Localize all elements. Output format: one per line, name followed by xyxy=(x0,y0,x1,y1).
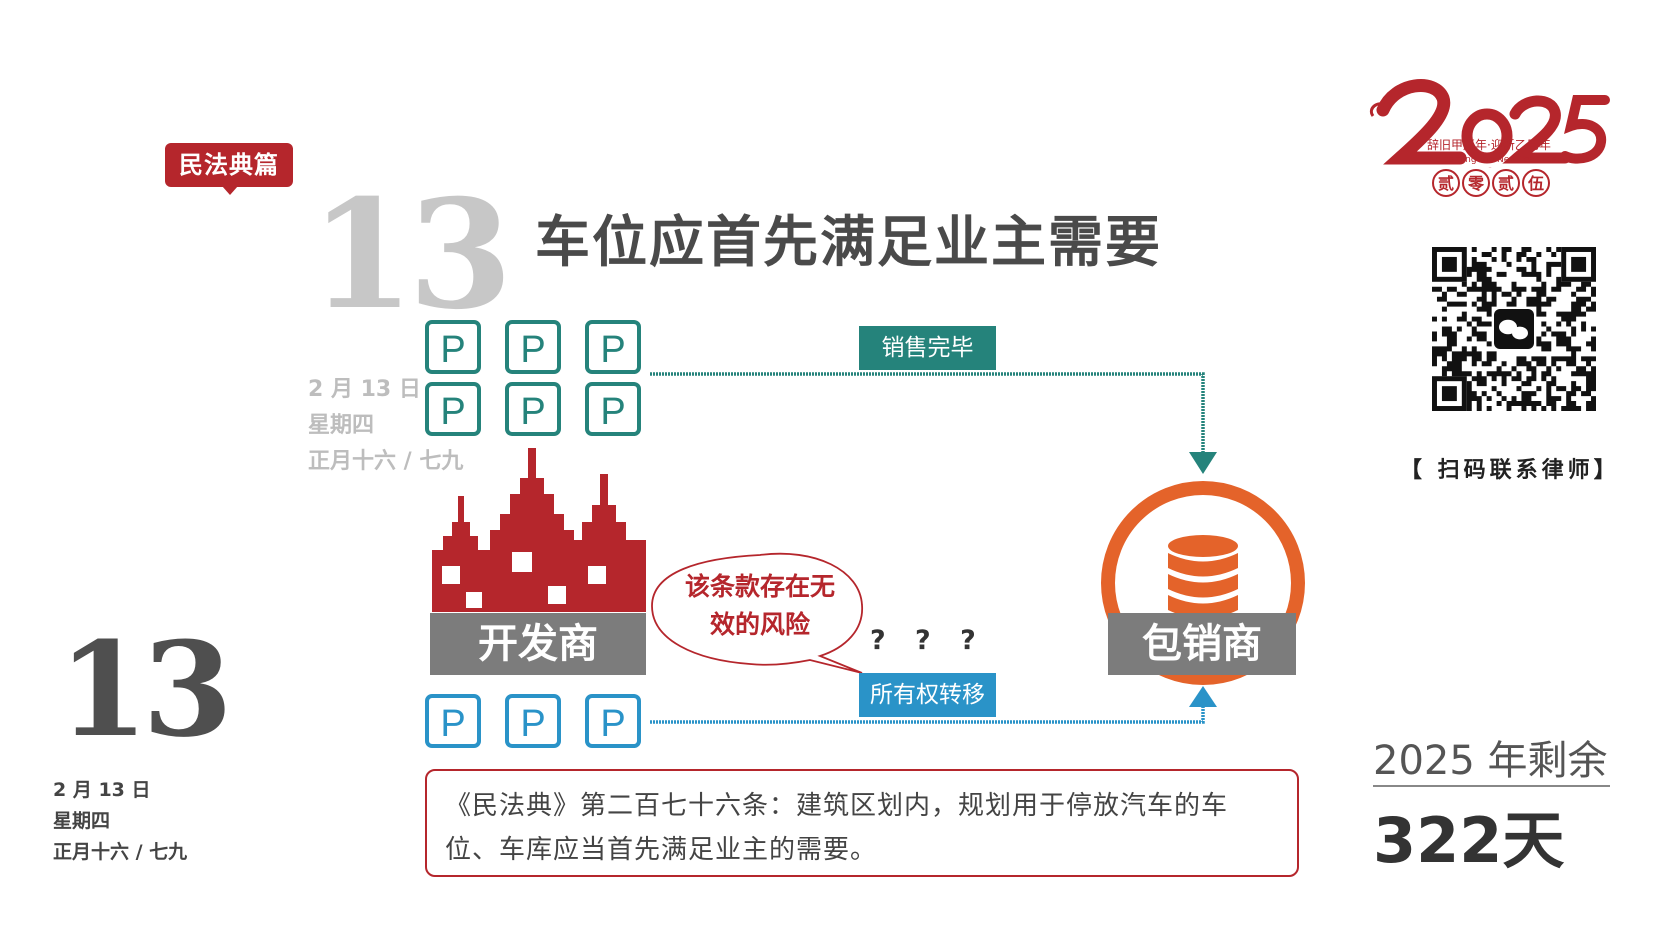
countdown-days: 322天 xyxy=(1373,804,1565,877)
svg-text:P: P xyxy=(440,391,465,433)
ownership-arrow-line xyxy=(650,703,1205,724)
parking-icon: P xyxy=(585,320,641,374)
numeral-seal: 贰 xyxy=(1492,169,1520,197)
numeral-seal: 零 xyxy=(1462,169,1490,197)
section-tag: 民法典篇 xyxy=(165,143,293,187)
svg-text:贰: 贰 xyxy=(1498,174,1514,193)
date-lunar-small: 正月十六 / 七九 xyxy=(53,841,188,863)
svg-text:P: P xyxy=(520,703,545,745)
sold-arrow-line xyxy=(650,372,1205,455)
logo-chinese-numerals: 贰 零 贰 伍 xyxy=(1432,169,1550,197)
section-tag-pointer xyxy=(222,186,238,195)
ownership-transfer-label: 所有权转移 xyxy=(859,673,996,717)
distributor-icon xyxy=(1101,481,1305,685)
svg-text:P: P xyxy=(440,703,465,745)
developer-label: 开发商 xyxy=(430,613,646,675)
page-title: 车位应首先满足业主需要 xyxy=(535,210,1163,274)
svg-text:P: P xyxy=(440,329,465,371)
svg-text:P: P xyxy=(600,329,625,371)
parking-icon: P xyxy=(585,382,641,436)
numeral-seal: 贰 xyxy=(1432,169,1460,197)
speech-bubble-line: 该条款存在无 xyxy=(684,572,835,601)
speech-bubble-text: 该条款存在无 效的风险 xyxy=(660,568,860,644)
date-weekday-small: 星期四 xyxy=(53,810,111,832)
speech-bubble xyxy=(651,552,863,674)
logo-subtitle: 辞旧甲辰年·迎新乙巳年 xyxy=(1427,138,1551,152)
date-weekday: 星期四 xyxy=(308,413,375,438)
date-block-grey: 2 月 13 日 星期四 正月十六 / 七九 xyxy=(308,372,463,480)
date-gregorian-small: 2 月 13 日 xyxy=(53,779,151,801)
svg-text:P: P xyxy=(600,703,625,745)
ownership-arrow-head xyxy=(1189,686,1217,707)
parking-icon: P xyxy=(505,382,561,436)
logo-subtitle-en: Welcoming the New Year Festival xyxy=(1427,155,1576,165)
countdown-divider xyxy=(1373,785,1610,787)
countdown-label: 2025 年剩余 xyxy=(1373,738,1608,784)
date-lunar: 正月十六 / 七九 xyxy=(308,449,464,474)
teal-parking-icons: P P P P P P xyxy=(425,320,641,436)
svg-text:伍: 伍 xyxy=(1527,174,1544,193)
date-block-dark: 2 月 13 日 星期四 正月十六 / 七九 xyxy=(53,775,187,868)
svg-text:P: P xyxy=(600,391,625,433)
law-quote-text: 《民法典》第二百七十六条：建筑区划内，规划用于停放汽车的车位、车库应当首先满足业… xyxy=(445,791,1229,865)
parking-icon: P xyxy=(505,320,561,374)
parking-icon: P xyxy=(425,694,481,748)
logo-year-text: 2025 xyxy=(1489,167,1492,169)
distributor-label: 包销商 xyxy=(1108,613,1296,675)
sold-arrow-head xyxy=(1189,452,1217,474)
svg-text:零: 零 xyxy=(1467,174,1485,193)
day-number-large: 13 xyxy=(310,167,513,343)
svg-text:贰: 贰 xyxy=(1438,174,1454,193)
parking-icon: P xyxy=(585,694,641,748)
day-number-dark: 13 xyxy=(58,613,233,766)
speech-bubble-line: 效的风险 xyxy=(709,610,810,639)
law-quote-box: 《民法典》第二百七十六条：建筑区划内，规划用于停放汽车的车位、车库应当首先满足业… xyxy=(425,769,1299,877)
svg-text:P: P xyxy=(520,391,545,433)
blue-parking-icons: P P P xyxy=(425,694,641,748)
wechat-qr-code[interactable] xyxy=(1432,247,1596,411)
date-gregorian: 2 月 13 日 xyxy=(308,377,421,402)
developer-building-icon xyxy=(432,448,646,612)
parking-icon: P xyxy=(505,694,561,748)
numeral-seal: 伍 xyxy=(1522,169,1550,197)
question-marks: ? ? ? xyxy=(870,625,986,656)
sold-out-label: 销售完毕 xyxy=(859,326,996,370)
year-2025-logo: 2025 xyxy=(1370,79,1610,169)
parking-icon: P xyxy=(425,320,481,374)
svg-text:P: P xyxy=(520,329,545,371)
parking-icon: P xyxy=(425,382,481,436)
qr-caption: 【 扫码联系律师】 xyxy=(1400,458,1620,483)
